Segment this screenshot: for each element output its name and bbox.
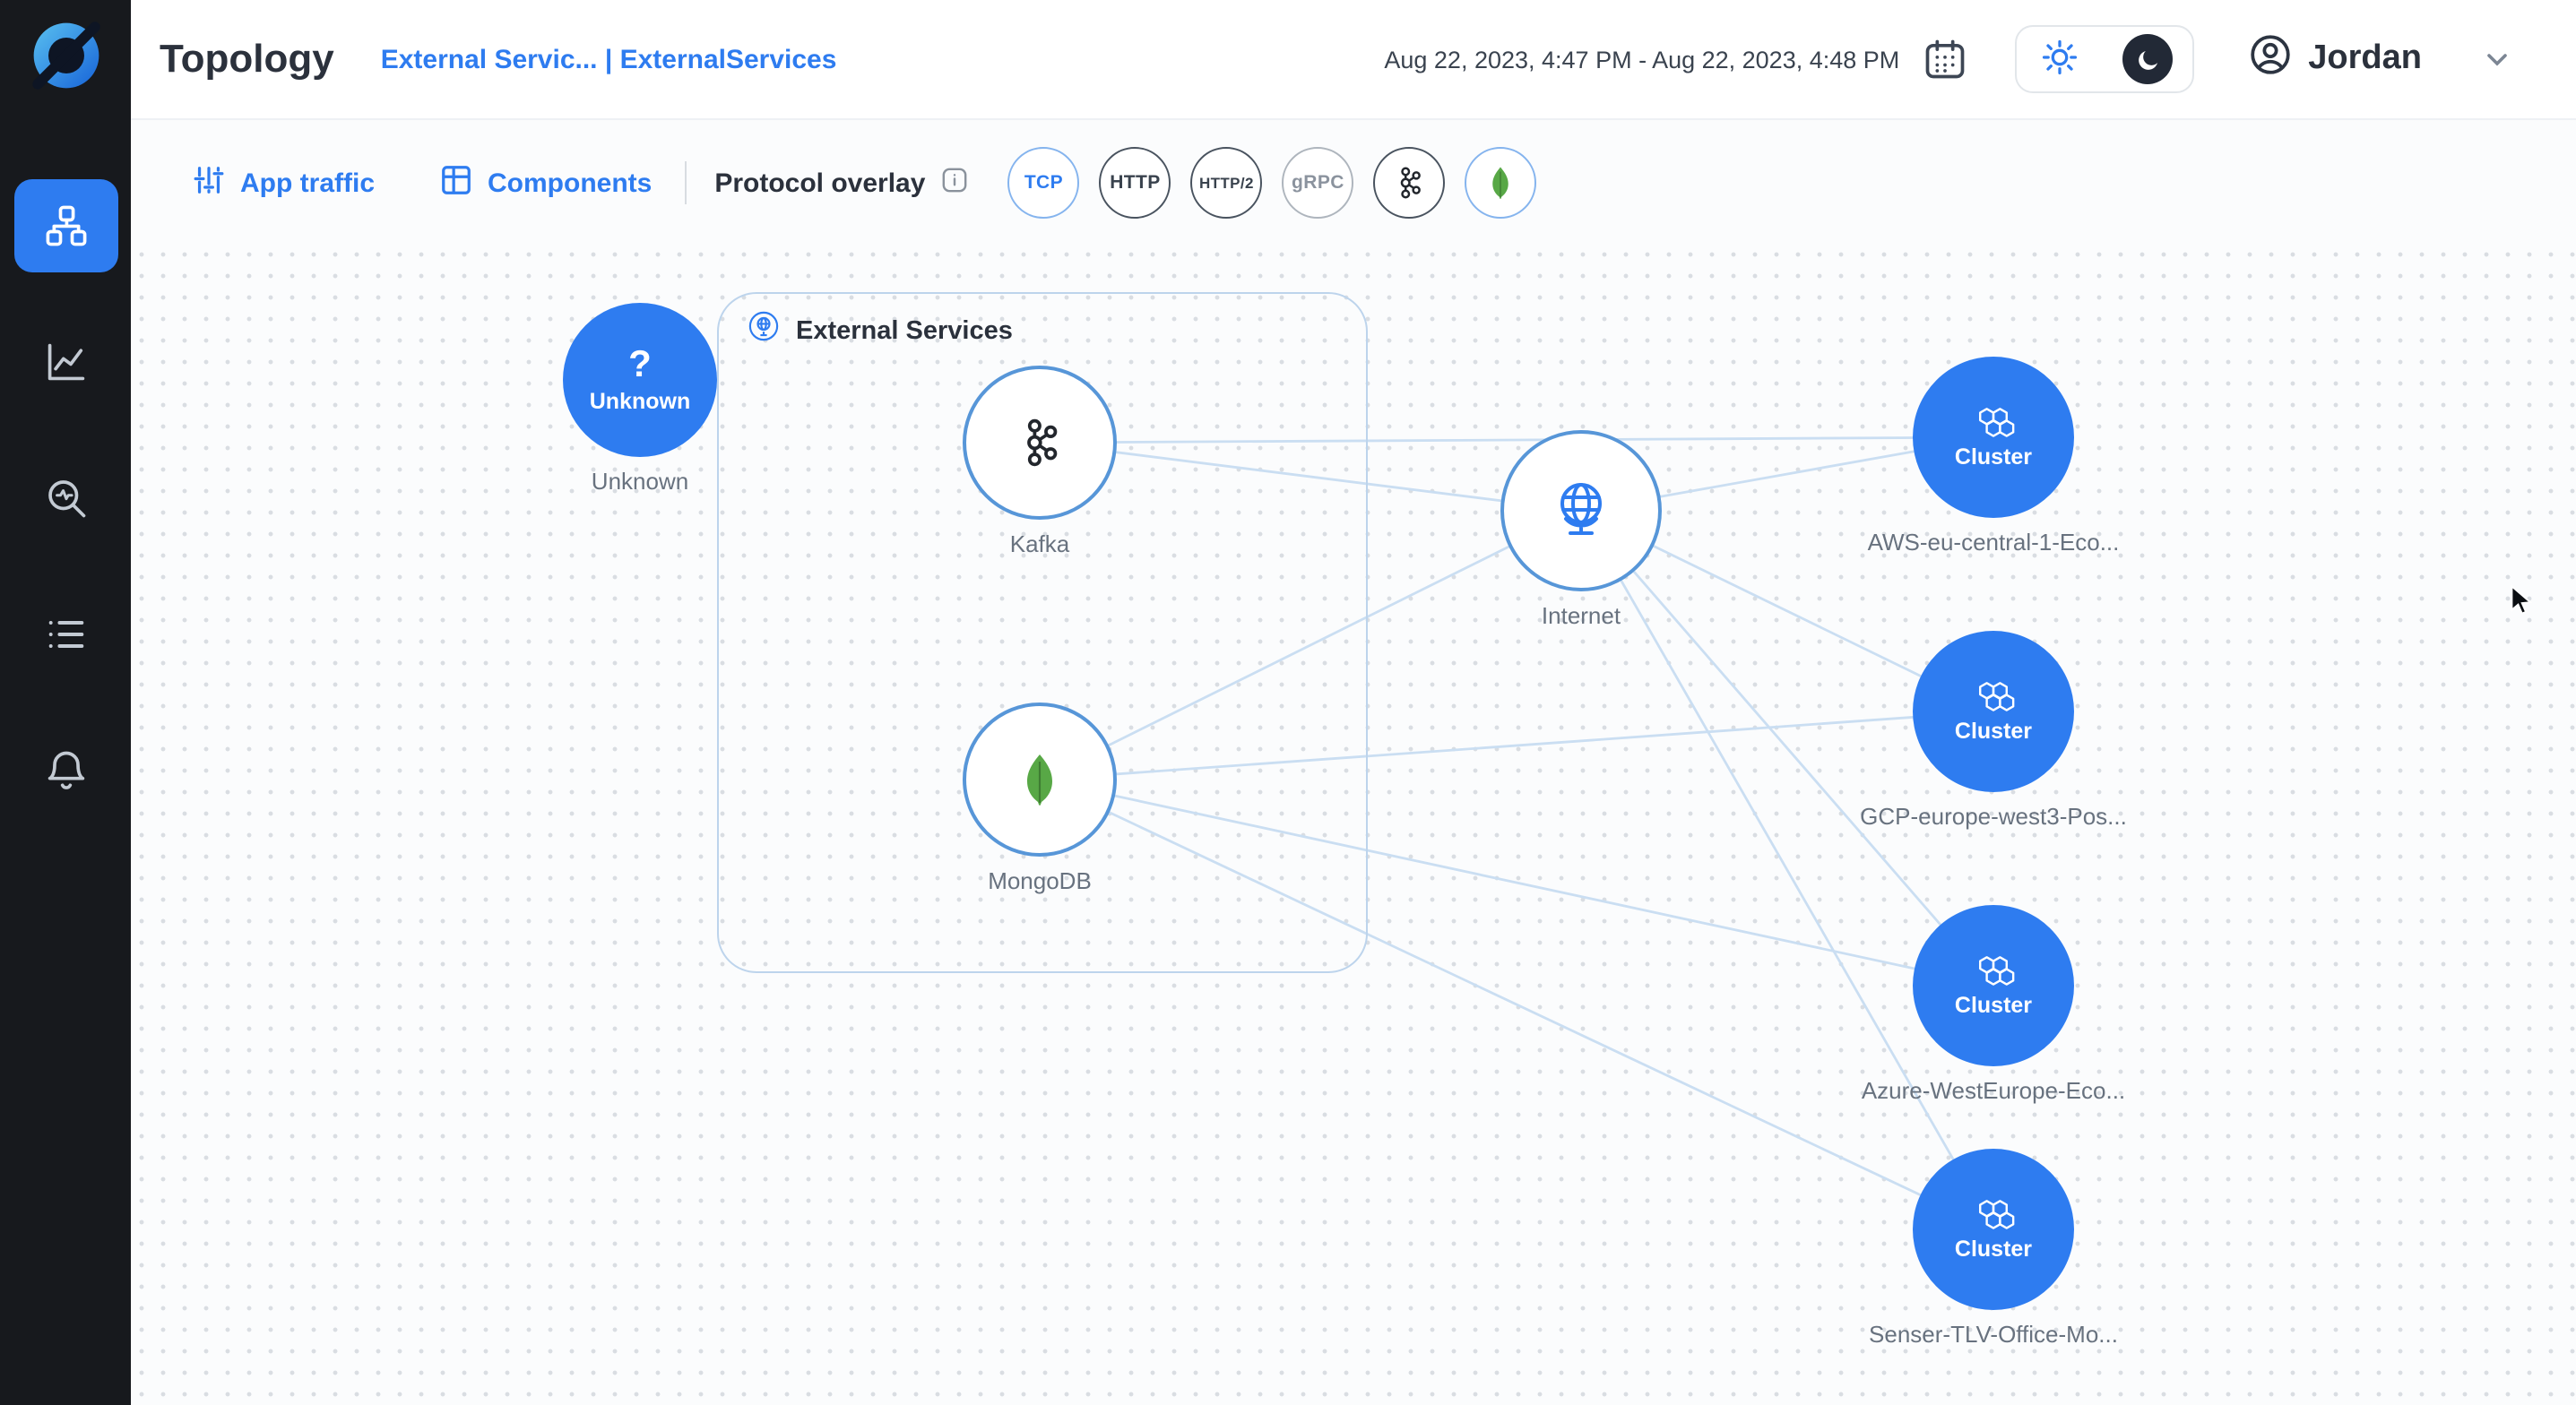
app-traffic-button[interactable]: App traffic bbox=[192, 162, 375, 203]
info-icon[interactable] bbox=[941, 166, 968, 200]
calendar-icon[interactable] bbox=[1921, 36, 1967, 82]
grid-table-icon bbox=[439, 162, 473, 203]
date-range[interactable]: Aug 22, 2023, 4:47 PM - Aug 22, 2023, 4:… bbox=[1384, 46, 1900, 73]
sidebar-item-metrics[interactable] bbox=[13, 315, 117, 409]
group-header: External Services bbox=[748, 310, 1013, 351]
app-traffic-label: App traffic bbox=[240, 168, 375, 198]
search-pulse-icon bbox=[42, 475, 89, 521]
user-avatar-icon bbox=[2247, 32, 2292, 86]
node-cluster-aws[interactable]: Cluster bbox=[1913, 357, 2074, 518]
protocol-pill-grpc[interactable]: gRPC bbox=[1282, 147, 1354, 219]
components-label: Components bbox=[488, 168, 653, 198]
external-services-icon bbox=[748, 310, 780, 351]
node-label-kafka: Kafka bbox=[1009, 530, 1070, 557]
sidebar-item-topology[interactable] bbox=[13, 179, 117, 272]
external-services-group[interactable]: External Services bbox=[717, 292, 1368, 973]
node-inner-label: Cluster bbox=[1954, 992, 2033, 1017]
cluster-hexagons-icon bbox=[1972, 954, 2015, 987]
sidebar-item-events[interactable] bbox=[13, 588, 117, 681]
user-menu[interactable]: Jordan bbox=[2247, 32, 2422, 86]
theme-toggle bbox=[2014, 25, 2194, 93]
question-mark-glyph: ? bbox=[628, 344, 652, 385]
sidebar-item-alerts[interactable] bbox=[13, 724, 117, 817]
node-label-unknown: Unknown bbox=[591, 468, 689, 495]
user-name: Jordan bbox=[2308, 39, 2422, 77]
node-cluster-gcp[interactable]: Cluster bbox=[1913, 631, 2074, 792]
pill-label: TCP bbox=[1024, 172, 1064, 194]
node-inner-label: Cluster bbox=[1954, 718, 2033, 743]
node-mongodb[interactable] bbox=[963, 702, 1117, 857]
node-inner-label: Unknown bbox=[589, 389, 691, 414]
page-title: Topology bbox=[160, 36, 334, 81]
app-logo[interactable] bbox=[0, 0, 131, 118]
cluster-hexagons-icon bbox=[1972, 680, 2015, 712]
light-theme-button[interactable] bbox=[2018, 29, 2101, 90]
cluster-hexagons-icon bbox=[1972, 1198, 2015, 1230]
protocol-pill-http[interactable]: HTTP bbox=[1099, 147, 1171, 219]
components-button[interactable]: Components bbox=[439, 162, 652, 203]
dark-theme-button[interactable] bbox=[2106, 29, 2189, 90]
pill-label: HTTP/2 bbox=[1198, 174, 1254, 192]
toolbar: App traffic Components Protocol overlay … bbox=[131, 118, 2576, 247]
protocol-pill-http-2[interactable]: HTTP/2 bbox=[1190, 147, 1263, 219]
group-title: External Services bbox=[796, 316, 1013, 345]
pill-label: HTTP bbox=[1110, 172, 1161, 194]
mongodb-icon bbox=[1011, 751, 1068, 808]
bell-icon bbox=[42, 747, 89, 794]
protocol-pill-row: TCP HTTP HTTP/2 gRPC bbox=[1007, 147, 1537, 219]
node-label-internet: Internet bbox=[1541, 602, 1621, 629]
node-label-cluster-senser: Senser-TLV-Office-Mo... bbox=[1869, 1321, 2118, 1348]
topology-icon bbox=[42, 203, 89, 249]
protocol-pill-kafka[interactable] bbox=[1373, 147, 1446, 219]
cluster-hexagons-icon bbox=[1972, 406, 2015, 438]
mouse-cursor bbox=[2506, 584, 2535, 629]
sidebar-nav bbox=[0, 118, 131, 860]
sliders-icon bbox=[192, 162, 226, 203]
breadcrumb[interactable]: External Servic... | ExternalServices bbox=[380, 44, 837, 74]
node-inner-label: Cluster bbox=[1954, 444, 2033, 469]
node-label-cluster-gcp: GCP-europe-west3-Pos... bbox=[1860, 803, 2127, 830]
kafka-icon bbox=[1391, 165, 1427, 201]
sidebar bbox=[0, 0, 131, 1405]
protocol-pill-tcp[interactable]: TCP bbox=[1007, 147, 1080, 219]
list-icon bbox=[42, 611, 89, 658]
mongodb-icon bbox=[1482, 165, 1518, 201]
sidebar-item-investigate[interactable] bbox=[13, 452, 117, 545]
node-cluster-azure[interactable]: Cluster bbox=[1913, 905, 2074, 1066]
moon-icon bbox=[2122, 34, 2174, 84]
line-chart-icon bbox=[42, 339, 89, 385]
sun-icon bbox=[2040, 37, 2079, 82]
header: Topology External Servic... | ExternalSe… bbox=[131, 0, 2576, 118]
node-label-mongodb: MongoDB bbox=[988, 867, 1092, 894]
protocol-overlay-group: Protocol overlay bbox=[714, 166, 968, 200]
node-inner-label: Cluster bbox=[1954, 1236, 2033, 1261]
protocol-pill-mongodb[interactable] bbox=[1465, 147, 1537, 219]
protocol-overlay-label: Protocol overlay bbox=[714, 168, 926, 198]
logo-icon bbox=[30, 19, 101, 99]
node-internet[interactable] bbox=[1500, 430, 1662, 591]
pill-label: gRPC bbox=[1292, 172, 1344, 194]
chevron-down-icon[interactable] bbox=[2483, 45, 2511, 73]
node-label-cluster-aws: AWS-eu-central-1-Eco... bbox=[1867, 529, 2120, 556]
globe-icon bbox=[1545, 475, 1617, 547]
toolbar-divider bbox=[684, 161, 687, 204]
node-kafka[interactable] bbox=[963, 366, 1117, 520]
node-label-cluster-azure: Azure-WestEurope-Eco... bbox=[1861, 1077, 2126, 1104]
node-unknown[interactable]: ? Unknown bbox=[563, 303, 717, 457]
kafka-icon bbox=[1013, 416, 1067, 470]
node-cluster-senser[interactable]: Cluster bbox=[1913, 1149, 2074, 1310]
